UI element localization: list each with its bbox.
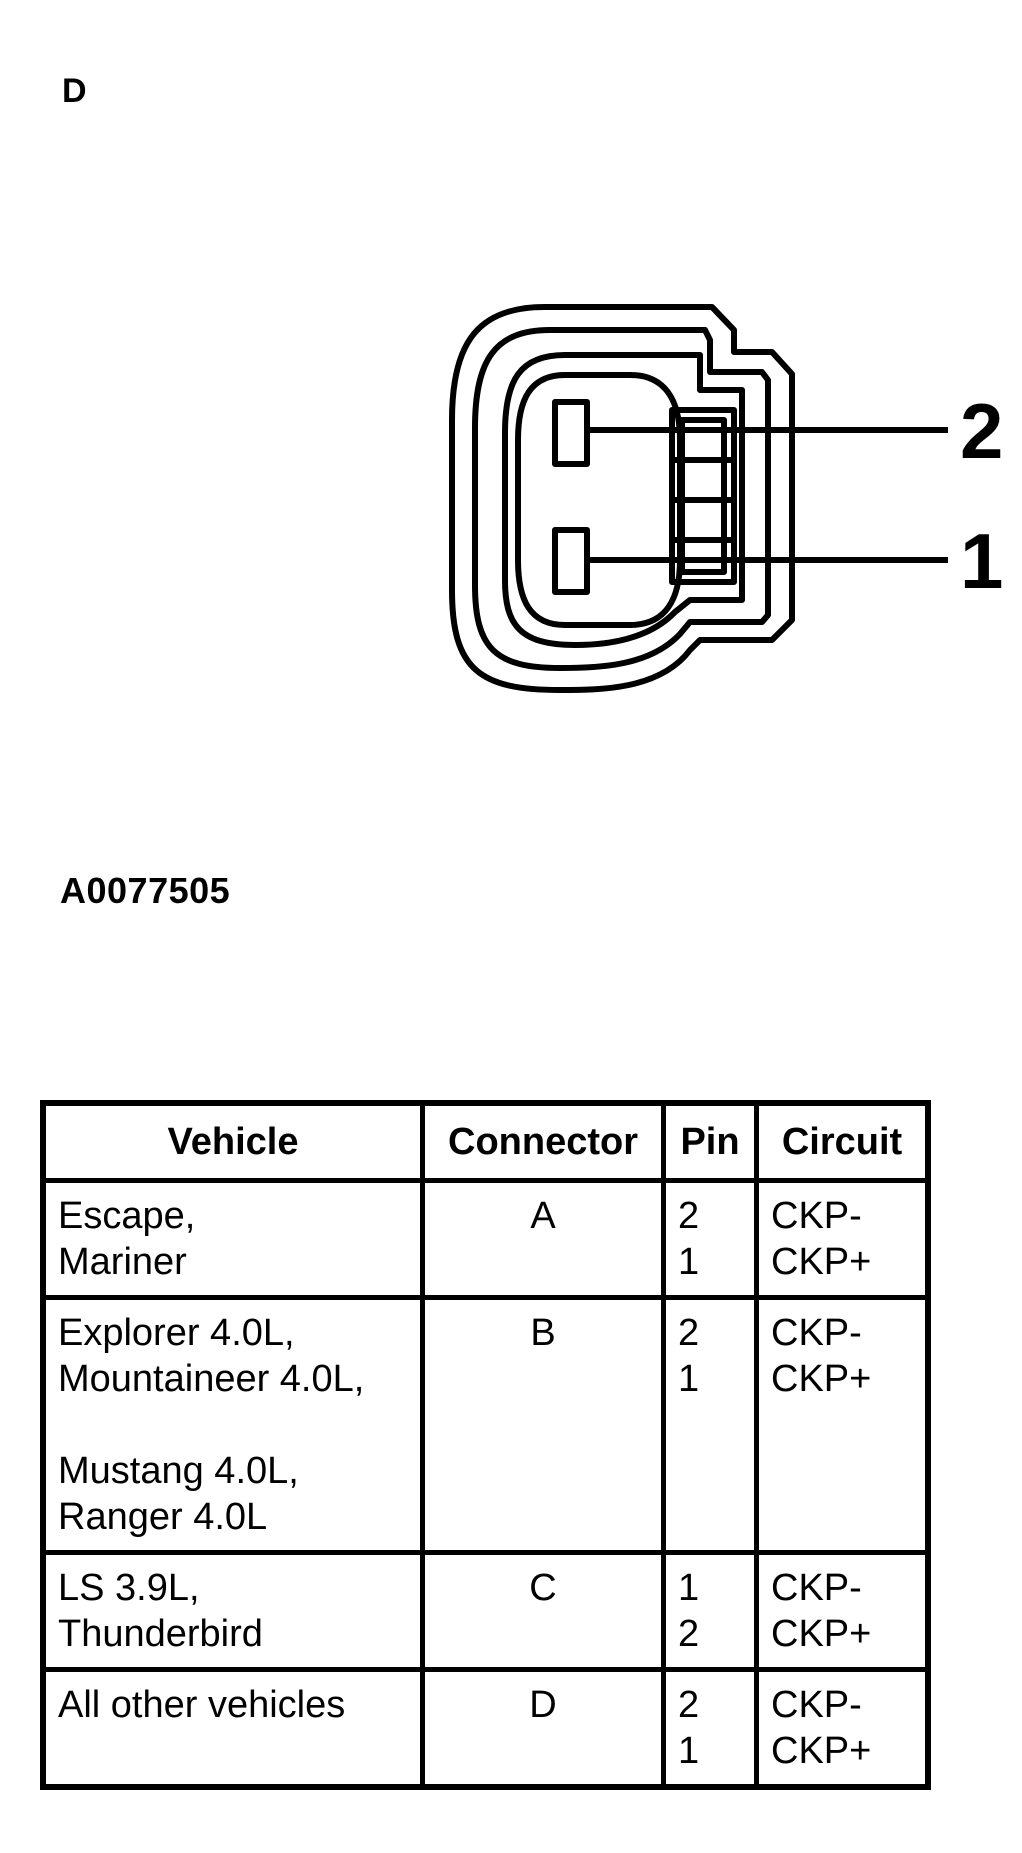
circuit-name: CKP+ [771, 1730, 872, 1772]
pin-2-callout: 2 [960, 387, 1003, 475]
circuit-name: CKP+ [771, 1241, 872, 1283]
circuit-name: CKP- [771, 1312, 862, 1354]
connector-cell: D [420, 1667, 666, 1790]
vehicle-cell: Escape, Mariner [40, 1178, 425, 1300]
connector-cell: B [420, 1295, 666, 1555]
pin-number: 2 [678, 1684, 700, 1726]
pin-cell: 1 2 [661, 1550, 759, 1672]
connector-diagram: 2 1 [449, 304, 1003, 693]
pin-2-terminal [552, 399, 590, 467]
vehicle-name: All other vehicles [58, 1684, 346, 1726]
circuit-name: CKP+ [771, 1358, 872, 1400]
connector-latch-frame [669, 407, 737, 585]
header-vehicle: Vehicle [40, 1100, 425, 1183]
circuit-cell: CKP- CKP+ [754, 1550, 931, 1672]
pin-cell: 2 1 [661, 1667, 759, 1790]
pin-number: 1 [678, 1567, 700, 1609]
vehicle-name: Thunderbird [58, 1613, 263, 1655]
vehicle-name: Ranger 4.0L [58, 1496, 268, 1538]
circuit-name: CKP- [771, 1684, 862, 1726]
header-circuit: Circuit [754, 1100, 931, 1183]
table-header-row: Vehicle Connector Pin Circuit [40, 1100, 931, 1183]
circuit-cell: CKP- CKP+ [754, 1295, 931, 1555]
view-label: D [62, 72, 87, 110]
pin-number: 2 [678, 1312, 700, 1354]
connector-pin-face [515, 372, 683, 628]
pin-1-terminal [552, 527, 590, 595]
vehicle-gap [58, 1402, 408, 1448]
vehicle-name: Explorer 4.0L, [58, 1312, 295, 1354]
vehicle-cell: Explorer 4.0L, Mountaineer 4.0L, Mustang… [40, 1295, 425, 1555]
pin-number: 1 [678, 1358, 700, 1400]
vehicle-name: Escape, [58, 1195, 196, 1237]
circuit-cell: CKP- CKP+ [754, 1667, 931, 1790]
pin-number: 2 [678, 1195, 700, 1237]
connector-cell: C [420, 1550, 666, 1672]
vehicle-name: Mountaineer 4.0L, [58, 1358, 365, 1400]
header-pin: Pin [661, 1100, 759, 1183]
circuit-name: CKP+ [771, 1613, 872, 1655]
pin-cell: 2 1 [661, 1178, 759, 1300]
connector-inner-shell [502, 352, 745, 648]
table-row: LS 3.9L, Thunderbird C 1 2 CKP- CKP+ [40, 1550, 931, 1672]
connector-cell: A [420, 1178, 666, 1300]
pin-number: 2 [678, 1613, 700, 1655]
pin-table: Vehicle Connector Pin Circuit Escape, Ma… [40, 1100, 931, 1790]
circuit-name: CKP- [771, 1195, 862, 1237]
figure-id: A0077505 [60, 870, 231, 911]
vehicle-name: Mariner [58, 1241, 187, 1283]
pin-1-callout: 1 [960, 517, 1003, 605]
table-row: Escape, Mariner A 2 1 CKP- CKP+ [40, 1178, 931, 1300]
vehicle-name: Mustang 4.0L, [58, 1450, 299, 1492]
pin-number: 1 [678, 1730, 700, 1772]
table-row: Explorer 4.0L, Mountaineer 4.0L, Mustang… [40, 1295, 931, 1555]
table-row: All other vehicles D 2 1 CKP- CKP+ [40, 1667, 931, 1790]
connector-latch-inner [679, 417, 727, 575]
pin-number: 1 [678, 1241, 700, 1283]
connector-housing-middle [472, 327, 771, 671]
circuit-name: CKP- [771, 1567, 862, 1609]
vehicle-cell: All other vehicles [40, 1667, 425, 1790]
circuit-cell: CKP- CKP+ [754, 1178, 931, 1300]
vehicle-name: LS 3.9L, [58, 1567, 200, 1609]
connector-housing-outer [449, 304, 795, 693]
vehicle-cell: LS 3.9L, Thunderbird [40, 1550, 425, 1672]
header-connector: Connector [420, 1100, 666, 1183]
pin-cell: 2 1 [661, 1295, 759, 1555]
